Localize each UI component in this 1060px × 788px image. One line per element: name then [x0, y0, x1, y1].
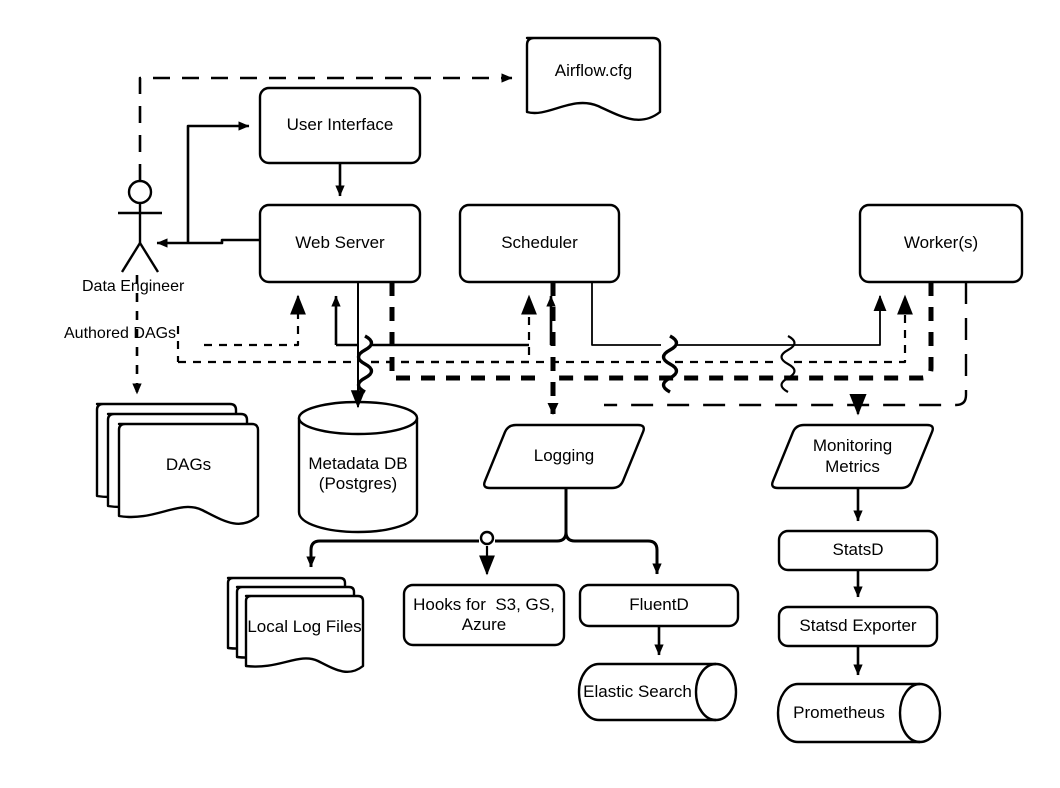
node-airflow-cfg-shape: [525, 36, 662, 121]
edge-workers-to-monitoring-metrics: [604, 282, 968, 416]
node-statsd-shape: [777, 529, 939, 572]
edge-logging-fanout: [306, 488, 662, 576]
edge-dags-to-workers: [371, 294, 913, 364]
node-hooks-shape: [402, 583, 566, 647]
node-statsd-exporter-shape: [777, 605, 939, 648]
actor-data-engineer-shape: [118, 179, 162, 273]
node-elastic-search-shape: [577, 662, 738, 722]
node-workers-shape: [858, 203, 1024, 284]
edge-web-server-to-logging: [389, 282, 540, 381]
node-scheduler-shape: [458, 203, 621, 284]
node-fluentd-shape: [578, 583, 740, 628]
edge-label-authored-dags: Authored DAGs: [64, 325, 177, 342]
node-metadata-db-shape: [297, 400, 419, 534]
edge-workers-to-logging: [556, 282, 934, 381]
node-monitoring-metrics-shape: [770, 423, 935, 490]
edge-engineer-to-user-interface: [186, 121, 250, 243]
node-local-log-files-shape: [226, 576, 365, 673]
actor-data-engineer-label: Data Engineer: [82, 278, 185, 295]
edge-engineer-to-airflow-cfg: [138, 73, 513, 181]
edge-dags-to-scheduler: [176, 294, 537, 364]
edge-scheduler-to-workers: [591, 282, 887, 346]
edge-dags-to-web-server: [204, 294, 306, 347]
node-web-server-shape: [258, 203, 422, 284]
edge-metadata-db-to-web-server: [331, 295, 529, 347]
node-logging-shape: [482, 423, 646, 490]
node-dags-shape: [95, 402, 260, 525]
line-jump-markers: [356, 334, 796, 394]
node-prometheus-shape: [776, 682, 942, 744]
node-user-interface-shape: [258, 86, 422, 165]
edge-webserver-to-engineer: [156, 238, 260, 248]
